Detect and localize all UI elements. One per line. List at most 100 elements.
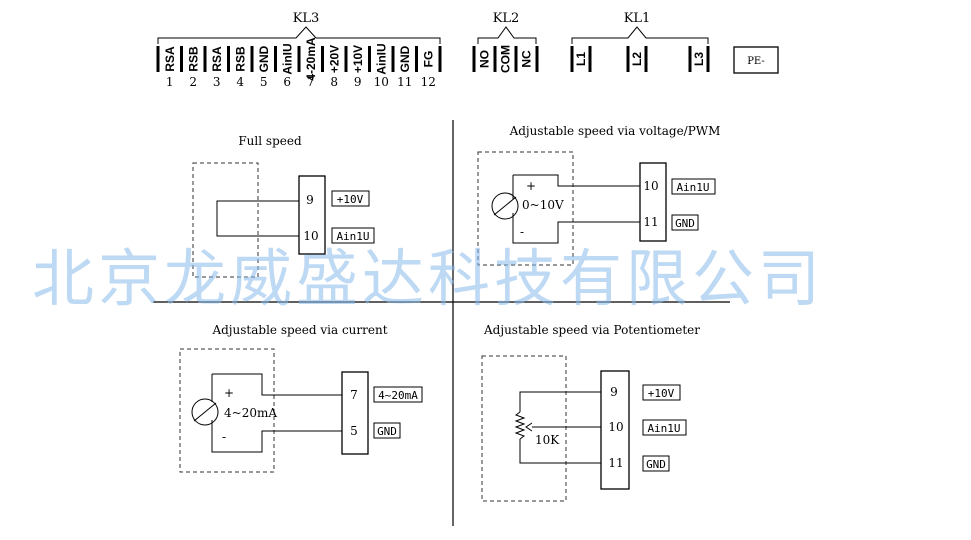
terminal-label: RSB — [233, 46, 247, 72]
kl3-brace — [157, 26, 441, 44]
voltage-minus-sign: - — [520, 225, 524, 239]
terminal-number: 7 — [307, 75, 315, 89]
potentiometer-bottom-wire — [519, 439, 601, 464]
terminal-number: 3 — [213, 75, 221, 89]
voltage-source-label: 0~10V — [522, 198, 564, 212]
terminal-label: GND — [257, 45, 271, 72]
terminal-separator — [535, 46, 539, 72]
kl3-label: KL3 — [293, 11, 320, 26]
current-terminal-block — [341, 371, 369, 455]
terminal-label: Ain1U — [336, 230, 369, 243]
full-speed-title: Full speed — [238, 134, 302, 148]
terminal-label-box — [373, 422, 401, 439]
kl3-terminal-strip: RSA1RSB2RSA3RSB4GND5AinIU64-20mA7+20V8+1… — [156, 37, 442, 89]
terminal-number: 5 — [350, 424, 358, 438]
terminal-number: 11 — [643, 215, 658, 229]
terminal-separator — [472, 46, 476, 72]
terminal-number: 5 — [260, 75, 268, 89]
terminal-label-box — [671, 178, 716, 195]
terminal-separator — [493, 46, 497, 72]
terminal-separator — [570, 46, 574, 72]
terminal-number: 6 — [283, 75, 291, 89]
potentiometer-resistor-icon — [514, 411, 526, 440]
terminal-label: GND — [646, 458, 666, 471]
terminal-separator — [514, 46, 518, 72]
terminal-number: 11 — [608, 456, 623, 470]
current-meter-icon — [191, 398, 219, 426]
voltage-plus-sign: + — [526, 179, 536, 193]
terminal-label-box — [331, 190, 370, 207]
potentiometer-value-label: 10K — [535, 433, 560, 447]
terminal-separator — [321, 46, 324, 72]
voltage-negative-wire — [512, 213, 640, 244]
current-positive-wire — [212, 373, 342, 396]
terminal-label: AinIU — [280, 43, 294, 74]
terminal-number: 10 — [303, 229, 318, 243]
terminal-number: 4 — [236, 75, 244, 89]
potentiometer-title: Adjustable speed via Potentiometer — [483, 323, 700, 337]
full-speed-jumper-wire — [216, 200, 299, 237]
full-speed-terminal-block — [298, 175, 326, 255]
terminal-number: 9 — [306, 193, 314, 207]
terminal-separator — [227, 46, 230, 72]
terminal-label: GND — [377, 425, 397, 438]
terminal-number: 2 — [189, 75, 197, 89]
terminal-separator — [438, 46, 442, 72]
terminal-label: L3 — [692, 52, 706, 66]
terminal-label: COM — [499, 45, 513, 73]
potentiometer-device-box — [481, 355, 567, 502]
kl2-brace — [477, 26, 537, 44]
terminal-number: 1 — [166, 75, 174, 89]
terminal-separator — [250, 46, 254, 72]
pe-terminal-box — [733, 46, 779, 74]
terminal-header: KL3 KL2 KL1 RSA1RSB2RSA3RSB4GND5AinIU64-… — [156, 11, 779, 89]
terminal-label: Ain1U — [647, 422, 680, 435]
terminal-separator — [644, 46, 648, 72]
voltage-device-box — [477, 151, 574, 266]
voltage-meter-needle — [493, 196, 517, 216]
terminal-label: 4~20mA — [378, 389, 418, 402]
terminal-label: +20V — [327, 45, 341, 73]
terminal-label-box — [642, 419, 687, 436]
terminal-label: RSA — [163, 46, 177, 72]
current-negative-wire — [211, 420, 342, 453]
kl1-brace — [571, 26, 709, 44]
terminal-label: L1 — [574, 52, 588, 66]
full-speed-device-box — [192, 162, 259, 278]
terminal-label: NO — [478, 50, 492, 68]
current-plus-sign: + — [224, 386, 234, 400]
terminal-label: L2 — [630, 52, 644, 66]
terminal-separator — [344, 46, 348, 72]
potentiometer-terminal-block — [600, 370, 630, 490]
panel-current: Adjustable speed via current + 4~20mA - … — [179, 323, 423, 473]
terminal-label: RSB — [186, 46, 200, 72]
terminal-separator — [688, 46, 692, 72]
terminal-separator — [626, 46, 630, 72]
terminal-label-box — [373, 386, 423, 403]
terminal-label: Ain1U — [676, 181, 709, 194]
current-source-label: 4~20mA — [224, 406, 277, 420]
terminal-number: 11 — [397, 75, 412, 89]
voltage-meter-icon — [491, 192, 519, 220]
voltage-positive-wire — [513, 174, 640, 187]
terminal-separator — [203, 46, 207, 72]
kl1-terminal-strip: L1 L2 L3 — [570, 46, 710, 72]
terminal-label-box — [671, 214, 699, 231]
terminal-label: +10V — [648, 387, 675, 400]
terminal-number: 9 — [354, 75, 362, 89]
panel-voltage-pwm: Adjustable speed via voltage/PWM + 0~10V… — [477, 124, 720, 266]
terminal-label: RSA — [210, 46, 224, 72]
terminal-number: 10 — [643, 179, 658, 193]
terminal-number: 10 — [374, 75, 389, 89]
terminal-separator — [415, 46, 418, 72]
kl1-label: KL1 — [624, 11, 651, 26]
terminal-separator — [274, 46, 277, 72]
terminal-label: +10V — [337, 193, 364, 206]
current-title: Adjustable speed via current — [211, 323, 387, 337]
voltage-terminal-block — [639, 162, 667, 242]
terminal-label-box — [331, 227, 375, 244]
terminal-label-box — [642, 455, 670, 472]
panel-full-speed: Full speed 9 10 +10V Ain1U — [192, 134, 375, 278]
terminal-separator — [588, 46, 592, 72]
